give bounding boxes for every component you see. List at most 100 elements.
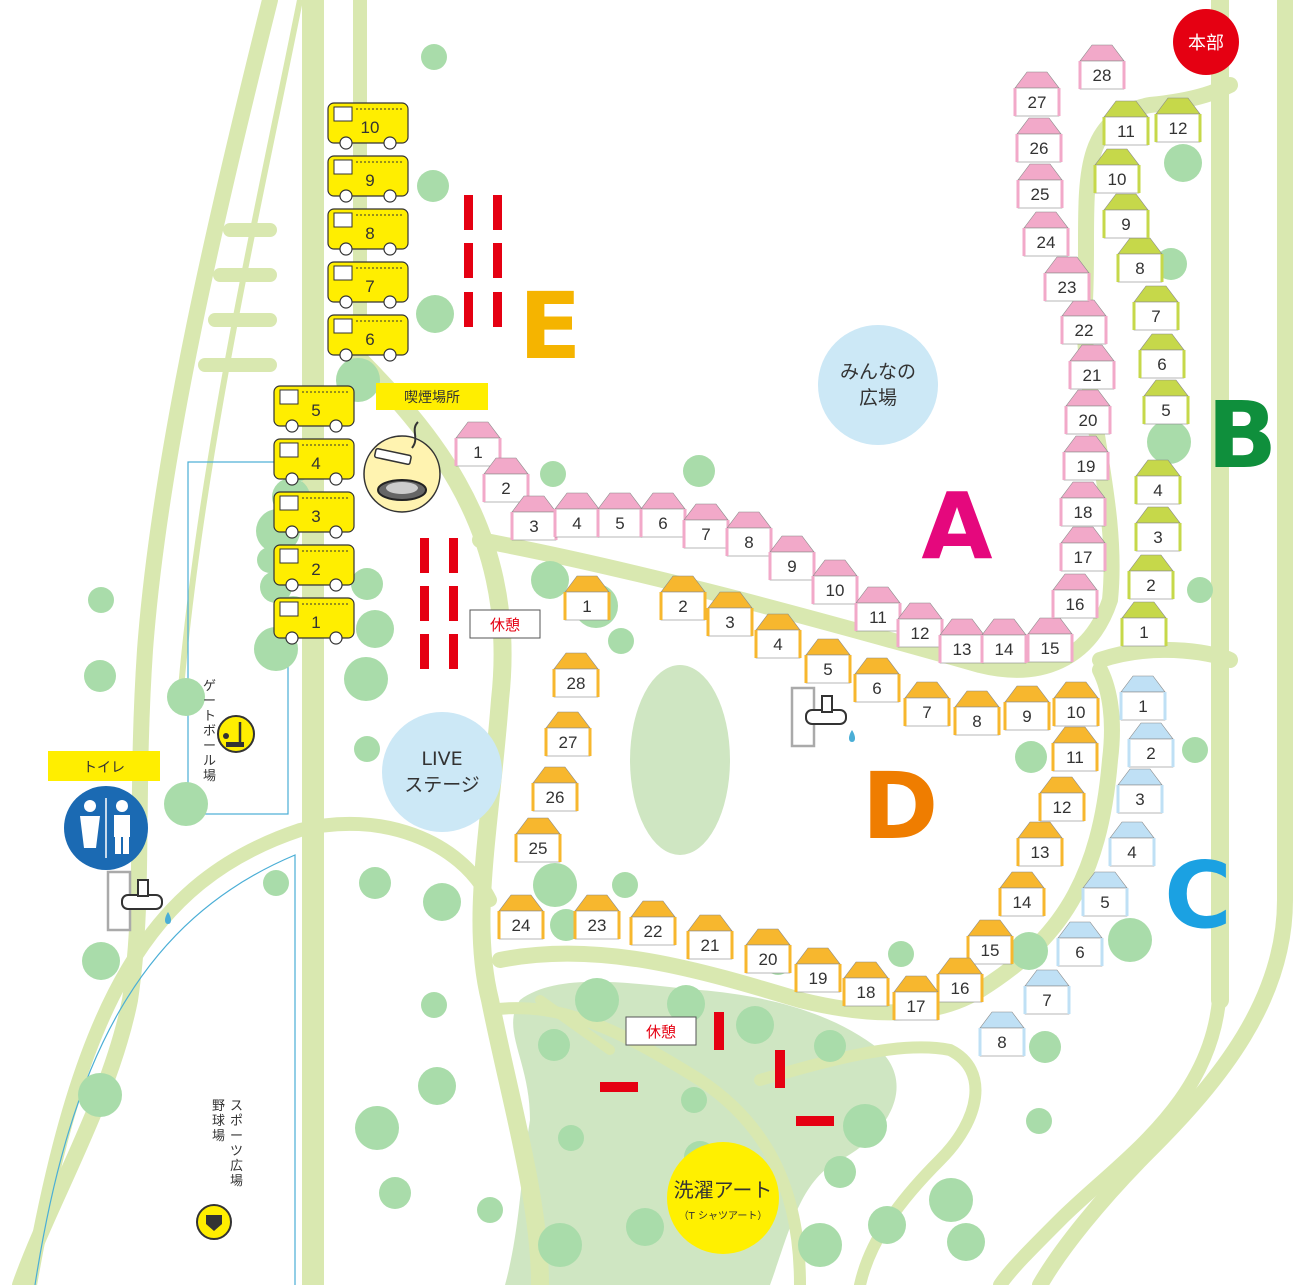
tent-a-24[interactable]: 24 (1022, 211, 1070, 257)
tent-d-21[interactable]: 21 (686, 914, 734, 960)
tent-d-28[interactable]: 28 (552, 652, 600, 698)
tent-d-14[interactable]: 14 (998, 871, 1046, 917)
tent-d-13[interactable]: 13 (1016, 821, 1064, 867)
tent-a-20[interactable]: 20 (1064, 389, 1112, 435)
tent-a-25[interactable]: 25 (1016, 163, 1064, 209)
tent-d-5[interactable]: 5 (804, 638, 852, 684)
tent-a-18[interactable]: 18 (1059, 481, 1107, 527)
tent-c-2[interactable]: 2 (1127, 722, 1175, 768)
food-truck-8[interactable]: 8 (327, 208, 409, 256)
tent-d-16[interactable]: 16 (936, 957, 984, 1003)
tent-b-1[interactable]: 1 (1120, 601, 1168, 647)
food-truck-7[interactable]: 7 (327, 261, 409, 309)
tent-d-18[interactable]: 18 (842, 961, 890, 1007)
tent-d-6[interactable]: 6 (853, 657, 901, 703)
tent-d-11[interactable]: 11 (1051, 726, 1099, 772)
tent-a-19[interactable]: 19 (1062, 435, 1110, 481)
toilet-icon[interactable] (64, 786, 148, 870)
tent-d-20[interactable]: 20 (744, 928, 792, 974)
tent-a-15[interactable]: 15 (1026, 617, 1074, 663)
plaza-marker[interactable] (818, 325, 938, 445)
food-truck-1[interactable]: 1 (273, 597, 355, 645)
tent-b-7[interactable]: 7 (1132, 285, 1180, 331)
tent-a-12[interactable]: 12 (896, 602, 944, 648)
food-truck-4[interactable]: 4 (273, 438, 355, 486)
laundry-art-marker[interactable] (667, 1142, 779, 1254)
tent-b-4[interactable]: 4 (1134, 459, 1182, 505)
tent-a-11[interactable]: 11 (854, 586, 902, 632)
tent-a-3[interactable]: 3 (510, 495, 558, 541)
tent-b-2[interactable]: 2 (1127, 554, 1175, 600)
tent-d-9[interactable]: 9 (1003, 685, 1051, 731)
water-tap-icon-2[interactable] (790, 686, 855, 748)
tent-d-10[interactable]: 10 (1052, 681, 1100, 727)
tent-d-2[interactable]: 2 (659, 575, 707, 621)
tent-d-4[interactable]: 4 (754, 613, 802, 659)
tent-b-9[interactable]: 9 (1102, 193, 1150, 239)
tent-c-6[interactable]: 6 (1056, 921, 1104, 967)
tent-d-3[interactable]: 3 (706, 591, 754, 637)
tent-d-27[interactable]: 27 (544, 711, 592, 757)
tent-a-8[interactable]: 8 (725, 511, 773, 557)
tent-a-10[interactable]: 10 (811, 559, 859, 605)
tent-d-23[interactable]: 23 (573, 894, 621, 940)
food-truck-2[interactable]: 2 (273, 544, 355, 592)
ashtray-icon[interactable] (363, 421, 441, 513)
tent-a-1[interactable]: 1 (454, 421, 502, 467)
tent-b-11[interactable]: 11 (1102, 100, 1150, 146)
tent-c-3[interactable]: 3 (1116, 768, 1164, 814)
tent-a-14[interactable]: 14 (980, 618, 1028, 664)
food-truck-9[interactable]: 9 (327, 155, 409, 203)
food-truck-number: 6 (365, 330, 374, 349)
water-tap-icon[interactable] (106, 870, 171, 932)
tent-d-22[interactable]: 22 (629, 900, 677, 946)
tent-b-3[interactable]: 3 (1134, 506, 1182, 552)
tent-d-15[interactable]: 15 (966, 919, 1014, 965)
tent-d-8[interactable]: 8 (953, 690, 1001, 736)
gateball-icon[interactable] (217, 715, 255, 753)
tent-c-1[interactable]: 1 (1119, 675, 1167, 721)
food-truck-10[interactable]: 10 (327, 102, 409, 150)
tent-a-23[interactable]: 23 (1043, 256, 1091, 302)
tent-a-13[interactable]: 13 (938, 618, 986, 664)
tent-d-12[interactable]: 12 (1038, 776, 1086, 822)
tent-b-10[interactable]: 10 (1093, 148, 1141, 194)
tent-b-6[interactable]: 6 (1138, 333, 1186, 379)
tent-a-21[interactable]: 21 (1068, 344, 1116, 390)
tent-a-2[interactable]: 2 (482, 457, 530, 503)
tent-a-4[interactable]: 4 (553, 492, 601, 538)
tent-c-8[interactable]: 8 (978, 1011, 1026, 1057)
tent-d-24[interactable]: 24 (497, 894, 545, 940)
tent-a-16[interactable]: 16 (1051, 573, 1099, 619)
tent-a-27[interactable]: 27 (1013, 71, 1061, 117)
tent-d-1[interactable]: 1 (563, 575, 611, 621)
tent-d-25[interactable]: 25 (514, 817, 562, 863)
food-truck-number: 5 (311, 401, 320, 420)
tent-a-17[interactable]: 17 (1059, 526, 1107, 572)
tent-d-26[interactable]: 26 (531, 766, 579, 812)
tent-a-9[interactable]: 9 (768, 535, 816, 581)
tent-a-26[interactable]: 26 (1015, 117, 1063, 163)
tent-c-4[interactable]: 4 (1108, 821, 1156, 867)
food-truck-5[interactable]: 5 (273, 385, 355, 433)
tent-a-28[interactable]: 28 (1078, 44, 1126, 90)
tent-a-22[interactable]: 22 (1060, 299, 1108, 345)
hq-marker[interactable] (1173, 9, 1239, 75)
tent-c-5[interactable]: 5 (1081, 871, 1129, 917)
food-truck-6[interactable]: 6 (327, 314, 409, 362)
tent-a-7[interactable]: 7 (682, 503, 730, 549)
tent-a-6[interactable]: 6 (639, 492, 687, 538)
tent-a-5[interactable]: 5 (596, 492, 644, 538)
tent-b-12[interactable]: 12 (1154, 97, 1202, 143)
tree (417, 170, 449, 202)
baseball-icon[interactable] (196, 1204, 232, 1240)
tent-d-7[interactable]: 7 (903, 681, 951, 727)
tent-b-8[interactable]: 8 (1116, 237, 1164, 283)
tent-c-7[interactable]: 7 (1023, 969, 1071, 1015)
tent-d-17[interactable]: 17 (892, 975, 940, 1021)
live-stage-marker[interactable] (382, 712, 502, 832)
tent-b-5[interactable]: 5 (1142, 379, 1190, 425)
food-truck-3[interactable]: 3 (273, 491, 355, 539)
tree (1164, 144, 1202, 182)
tent-d-19[interactable]: 19 (794, 947, 842, 993)
